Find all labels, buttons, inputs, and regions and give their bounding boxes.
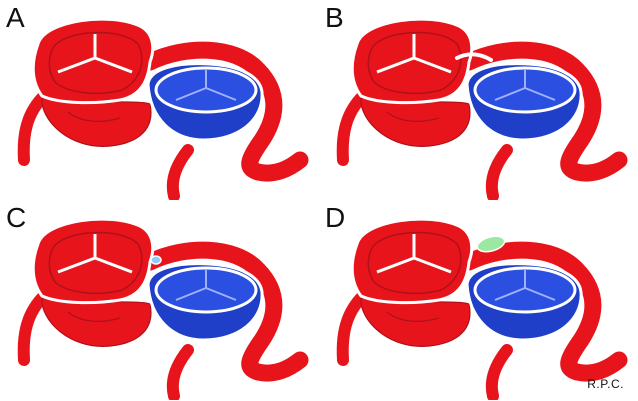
blue-connector <box>151 256 161 264</box>
panel-label-d: D <box>325 204 345 232</box>
panel-a: A <box>0 0 319 200</box>
panel-label-a: A <box>6 4 25 32</box>
red-base <box>42 298 151 346</box>
red-base <box>361 98 470 146</box>
valve-illustration <box>0 0 319 200</box>
red-base <box>42 98 151 146</box>
valve-illustration <box>319 200 638 400</box>
valve-illustration <box>319 0 638 200</box>
panel-d: D <box>319 200 638 400</box>
panel-label-c: C <box>6 204 26 232</box>
artery-lower <box>173 150 188 196</box>
panel-label-b: B <box>325 4 344 32</box>
panel-b: B <box>319 0 638 200</box>
artery-lower <box>492 150 507 196</box>
author-credit: R.P.C. <box>587 377 624 391</box>
valve-illustration <box>0 200 319 400</box>
artery-lower <box>492 350 507 396</box>
panel-c: C <box>0 200 319 400</box>
red-base <box>361 298 470 346</box>
artery-lower <box>173 350 188 396</box>
